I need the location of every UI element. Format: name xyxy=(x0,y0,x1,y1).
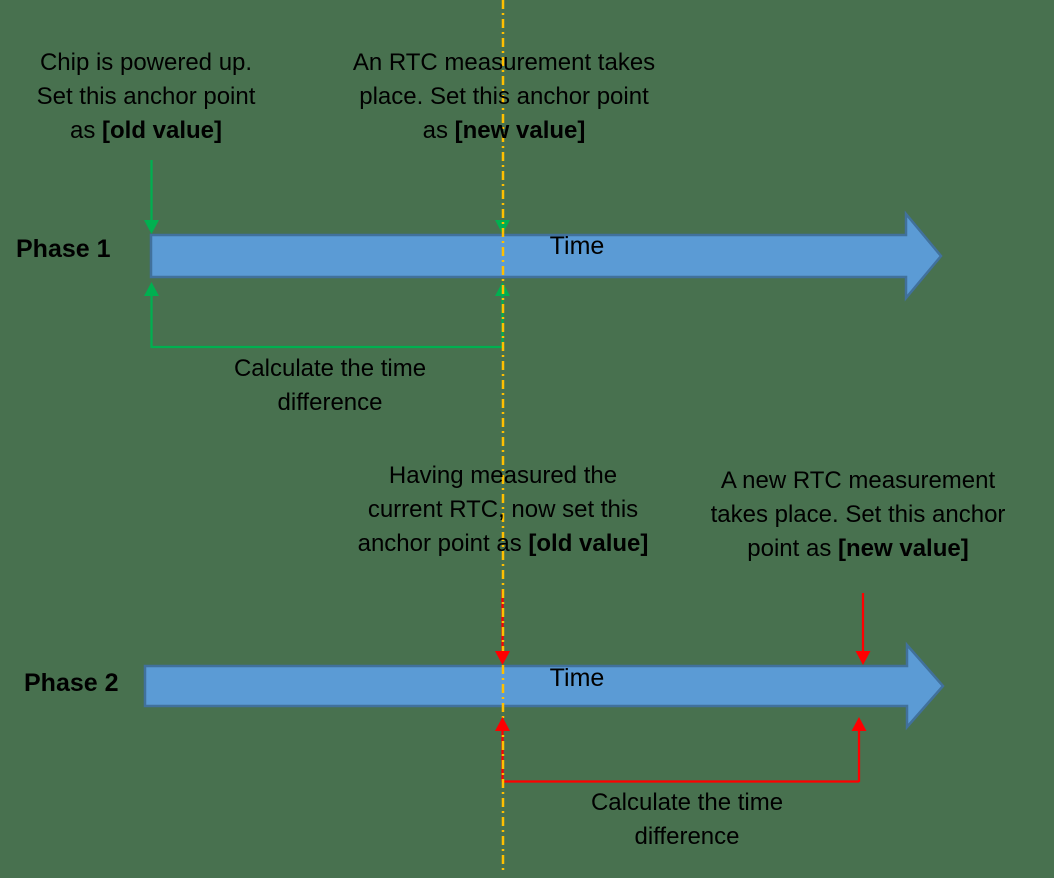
phase2-time-label: Time xyxy=(549,664,605,692)
red-reset-arrowhead-icon xyxy=(495,651,510,665)
phase2-new-measurement-note: A new RTC measurement takes place. Set t… xyxy=(678,464,1038,566)
phase1-powerup-note: Chip is powered up. Set this anchor poin… xyxy=(0,46,296,148)
note-line: as [new value] xyxy=(422,117,586,144)
note-line: point as [new value] xyxy=(747,535,969,562)
note-line: Having measured the xyxy=(388,462,618,489)
phase2-label: Phase 2 xyxy=(24,669,119,697)
red-new-measurement-arrowhead-icon xyxy=(855,651,871,665)
phase1-timeline-arrow xyxy=(149,210,943,302)
note-line: Calculate the time xyxy=(590,789,784,816)
note-line: Calculate the time xyxy=(233,355,427,382)
note-line: takes place. Set this anchor xyxy=(710,501,1006,528)
note-line: An RTC measurement takes xyxy=(352,49,656,76)
phase1-time-label: Time xyxy=(549,232,605,260)
note-line: place. Set this anchor point xyxy=(359,83,649,110)
note-line: difference xyxy=(277,389,383,416)
green-bracket-left-arrowhead-icon xyxy=(144,282,159,296)
note-line: Chip is powered up. xyxy=(39,49,253,76)
green-measurement-arrowhead-icon xyxy=(495,220,510,234)
note-line: as [old value] xyxy=(69,117,223,144)
green-powerup-arrowhead-icon xyxy=(144,220,159,234)
phase1-calc-note: Calculate the time difference xyxy=(180,352,480,420)
note-line: current RTC, now set this xyxy=(367,496,639,523)
phase2-reset-note: Having measured the current RTC, now set… xyxy=(323,459,683,561)
note-line: Set this anchor point xyxy=(36,83,256,110)
red-bracket-right-arrowhead-icon xyxy=(851,717,867,731)
red-bracket-left-arrowhead-icon xyxy=(495,717,510,731)
phase2-timeline-arrow xyxy=(143,641,945,731)
note-line: difference xyxy=(634,823,740,850)
phase1-label: Phase 1 xyxy=(16,235,111,263)
phase1-measurement-note: An RTC measurement takes place. Set this… xyxy=(324,46,684,148)
note-line: anchor point as [old value] xyxy=(357,530,649,557)
phase2-calc-note: Calculate the time difference xyxy=(537,786,837,854)
note-line: A new RTC measurement xyxy=(720,467,996,494)
